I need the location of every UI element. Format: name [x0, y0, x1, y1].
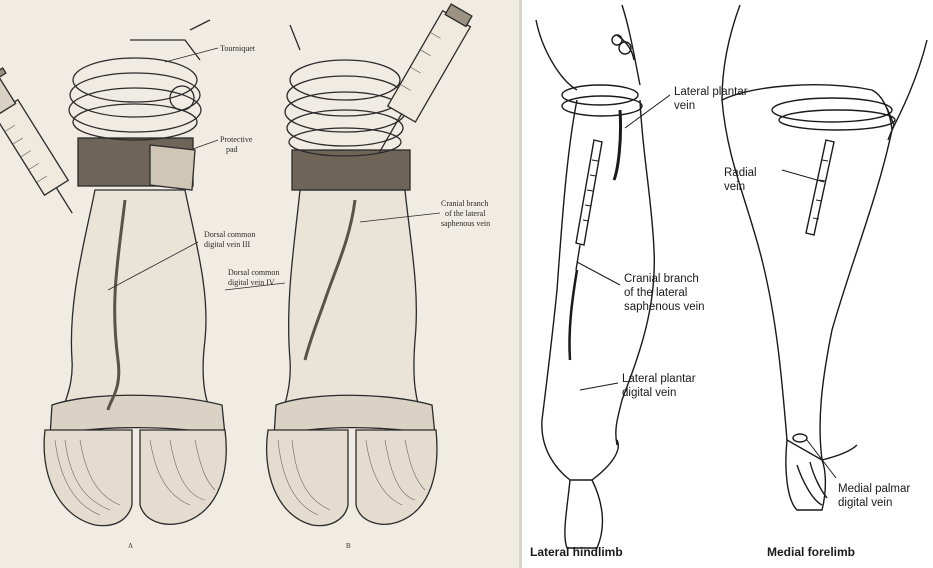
label-cranial-branch-left-line3: saphenous vein — [441, 219, 490, 228]
label-lateral-plantar-digital-line1: Lateral plantar — [622, 373, 696, 385]
subfigure-letter-b: B — [346, 542, 351, 550]
left-illustration: Tourniquet Protective pad Dorsal common … — [0, 0, 522, 568]
label-lateral-plantar-vein-line1: Lateral plantar — [674, 86, 748, 98]
label-cranial-branch-left-line1: Cranial branch — [441, 199, 488, 208]
caption-medial-forelimb: Medial forelimb — [767, 545, 855, 559]
right-illustration: Lateral plantar vein Radial vein Cranial… — [522, 0, 933, 568]
caption-lateral-hindlimb: Lateral hindlimb — [530, 545, 623, 559]
label-lateral-plantar-digital-line2: digital vein — [622, 387, 676, 399]
label-dorsal-common-iv-line1: Dorsal common — [228, 268, 279, 277]
label-protective-pad-line2: pad — [226, 145, 238, 154]
label-cranial-branch-right-line1: Cranial branch — [624, 273, 699, 285]
subfigure-letter-a: A — [128, 542, 133, 550]
limb-a — [0, 20, 226, 526]
label-dorsal-common-iii-line1: Dorsal common — [204, 230, 255, 239]
label-radial-vein-line1: Radial — [724, 167, 757, 179]
label-radial-vein-line2: vein — [724, 181, 745, 193]
left-illustration-panel: Tourniquet Protective pad Dorsal common … — [0, 0, 522, 568]
label-medial-palmar-digital-line2: digital vein — [838, 497, 892, 509]
label-medial-palmar-digital-line1: Medial palmar — [838, 483, 910, 495]
label-dorsal-common-iii-line2: digital vein III — [204, 240, 251, 249]
limb-b — [267, 2, 476, 526]
label-lateral-plantar-vein-line2: vein — [674, 100, 695, 112]
right-illustration-panel: Lateral plantar vein Radial vein Cranial… — [522, 0, 933, 568]
label-cranial-branch-right-line2: of the lateral — [624, 287, 687, 299]
label-dorsal-common-iv-line2: digital vein IV — [228, 278, 275, 287]
right-leader-lines — [577, 95, 836, 478]
forelimb-drawing — [722, 5, 927, 510]
label-protective-pad-line1: Protective — [220, 135, 253, 144]
label-cranial-branch-right-line3: saphenous vein — [624, 301, 705, 313]
label-cranial-branch-left-line2: of the lateral — [445, 209, 486, 218]
label-tourniquet: Tourniquet — [220, 44, 256, 53]
